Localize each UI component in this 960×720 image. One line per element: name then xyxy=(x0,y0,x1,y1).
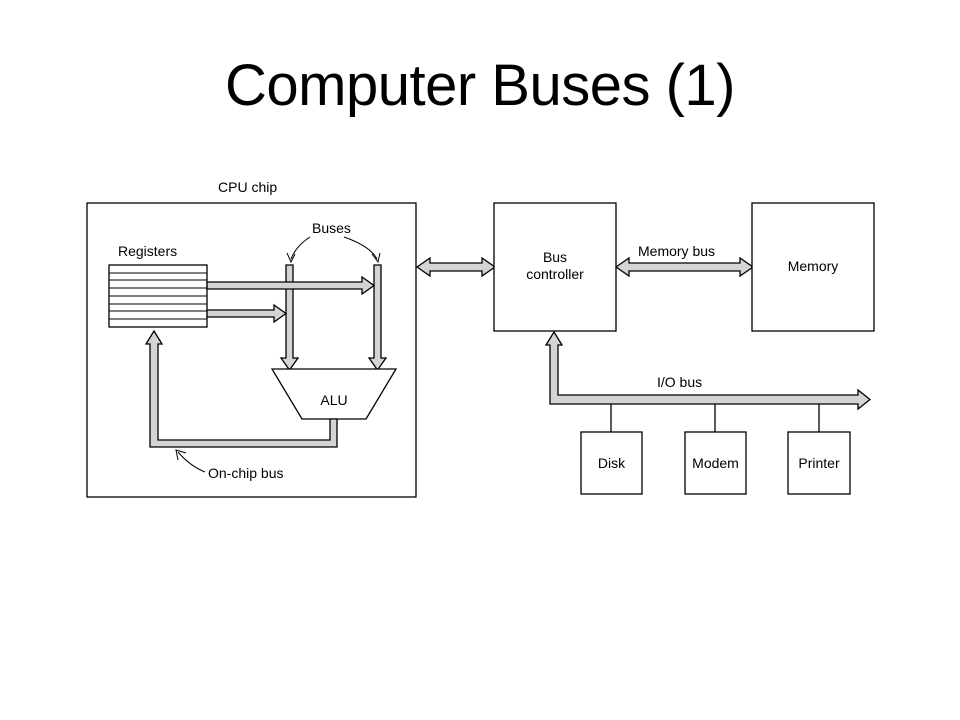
register-to-left-bus xyxy=(206,303,288,324)
memory-label: Memory xyxy=(788,258,839,274)
io-bus xyxy=(544,330,872,411)
slide-title: Computer Buses (1) xyxy=(225,53,735,118)
register-to-right-bus xyxy=(206,275,376,296)
registers-label: Registers xyxy=(118,243,177,259)
modem-box xyxy=(684,431,747,495)
on-chip-bus-label: On-chip bus xyxy=(208,465,283,481)
on-chip-bus-pointer xyxy=(175,449,206,473)
alu-shape xyxy=(270,368,398,420)
left-internal-bus xyxy=(279,264,300,372)
memory-bus xyxy=(614,256,755,278)
modem-label: Modem xyxy=(692,455,739,471)
on-chip-bus xyxy=(144,329,338,448)
memory-box xyxy=(751,202,875,332)
buses-label: Buses xyxy=(312,220,351,236)
printer-box xyxy=(787,431,851,495)
cpu-chip-box xyxy=(86,202,417,498)
printer-label: Printer xyxy=(798,455,840,471)
register-file xyxy=(108,264,208,328)
io-bus-label: I/O bus xyxy=(657,374,702,390)
alu-label: ALU xyxy=(320,392,347,408)
buses-pointer-arrows xyxy=(286,236,381,264)
cpu-controller-bus xyxy=(415,256,497,278)
bus-controller-label-line1: Bus xyxy=(543,249,567,265)
cpu-chip-label: CPU chip xyxy=(218,179,277,195)
disk-label: Disk xyxy=(598,455,626,471)
disk-box xyxy=(580,431,643,495)
bus-controller-box xyxy=(493,202,617,332)
memory-bus-label: Memory bus xyxy=(638,243,715,259)
bus-controller-label-line2: controller xyxy=(526,266,584,282)
right-internal-bus xyxy=(367,264,388,372)
